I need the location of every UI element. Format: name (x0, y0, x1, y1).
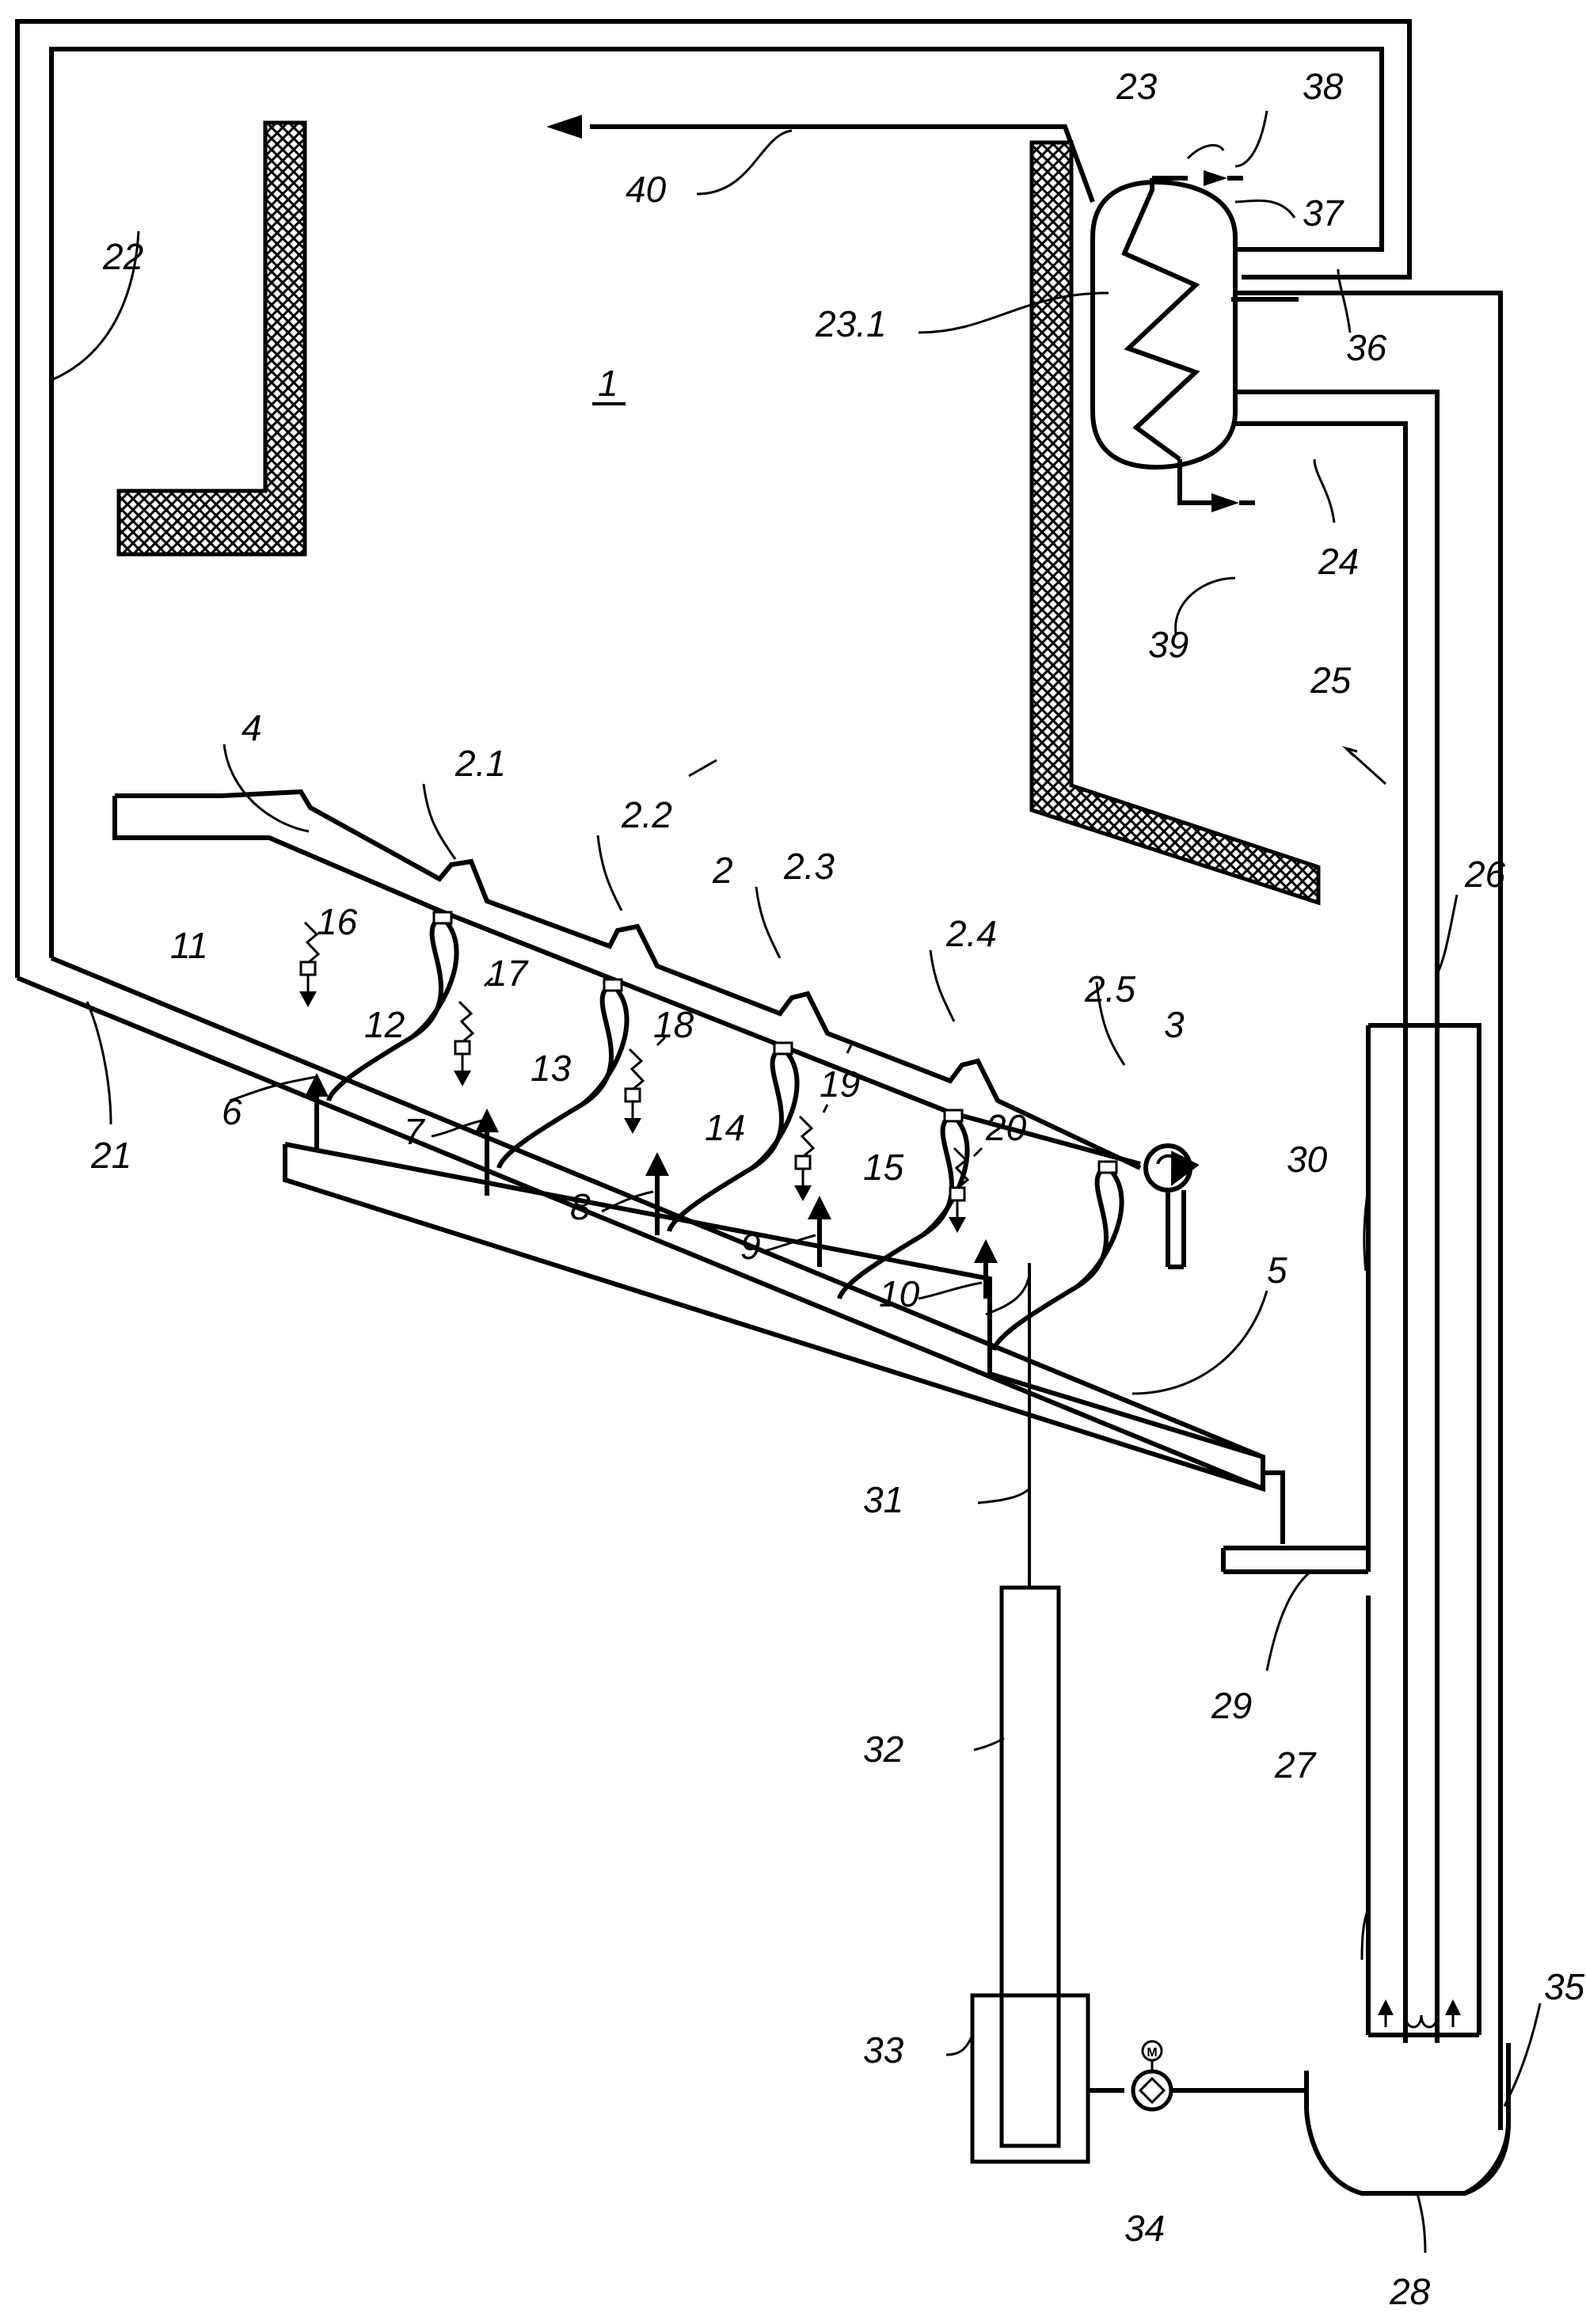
label-6: 6 (222, 1091, 242, 1132)
label-23: 23 (1116, 66, 1158, 107)
label-38: 38 (1303, 66, 1344, 107)
label-2: 2 (712, 850, 733, 891)
label-23-1: 23.1 (815, 303, 887, 344)
label-8: 8 (570, 1186, 591, 1227)
label-14: 14 (705, 1107, 745, 1148)
pump-34: M (1133, 2041, 1306, 2109)
label-7: 7 (404, 1111, 425, 1152)
inlet-29 (1223, 1548, 1368, 1572)
label-20: 20 (985, 1107, 1027, 1148)
label-16: 16 (317, 901, 358, 942)
label-21: 21 (90, 1135, 131, 1176)
heat-exchanger-23 (1093, 170, 1299, 512)
label-37: 37 (1303, 192, 1344, 234)
air-box-5 (285, 1144, 1283, 1544)
label-15: 15 (863, 1147, 904, 1188)
label-2-1: 2.1 (455, 743, 506, 784)
label-9: 9 (740, 1226, 761, 1267)
label-29: 29 (1211, 1685, 1252, 1726)
refractory-wall-left (119, 123, 305, 554)
label-25: 25 (1310, 660, 1352, 701)
label-34: 34 (1124, 2208, 1165, 2249)
label-5: 5 (1267, 1249, 1287, 1291)
label-40: 40 (626, 169, 667, 210)
pump-motor-symbol: M (1147, 2046, 1157, 2060)
label-18: 18 (653, 1004, 694, 1045)
label-22: 22 (102, 236, 143, 277)
label-32: 32 (863, 1729, 903, 1770)
roller-3 (1146, 1146, 1190, 1267)
label-31: 31 (863, 1479, 903, 1520)
label-3: 3 (1164, 1004, 1185, 1045)
label-12: 12 (364, 1004, 405, 1045)
label-35: 35 (1544, 1966, 1585, 2007)
label-28: 28 (1389, 2271, 1431, 2312)
label-33: 33 (863, 2029, 904, 2071)
label-26: 26 (1464, 854, 1506, 895)
label-30: 30 (1287, 1139, 1328, 1180)
label-19: 19 (820, 1063, 860, 1105)
label-13: 13 (531, 1048, 572, 1089)
label-2-2: 2.2 (621, 794, 672, 835)
cylinder-32 (1002, 1588, 1059, 2146)
label-2-4: 2.4 (945, 913, 997, 954)
label-1: 1 (598, 363, 618, 404)
label-4: 4 (242, 707, 262, 748)
label-27: 27 (1274, 1744, 1317, 1786)
label-24: 24 (1318, 541, 1359, 582)
flow-arrows-28 (1378, 1999, 1461, 2027)
label-10: 10 (879, 1273, 920, 1314)
label-11: 11 (170, 925, 208, 966)
refractory-wall-right (1032, 143, 1318, 903)
label-2-5: 2.5 (1084, 968, 1135, 1010)
label-2-3: 2.3 (783, 846, 835, 887)
label-36: 36 (1346, 327, 1387, 368)
label-39: 39 (1148, 624, 1189, 665)
label-17: 17 (487, 953, 529, 994)
